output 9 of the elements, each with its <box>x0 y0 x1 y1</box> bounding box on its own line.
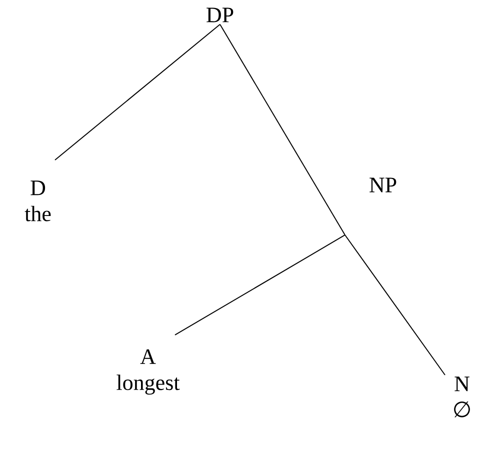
tree-label: D the <box>24 180 51 222</box>
tree-label: N ∅ <box>454 376 470 418</box>
branch-line <box>220 24 346 236</box>
tree-label: NP <box>370 178 396 192</box>
branch-line <box>54 24 220 160</box>
branch-line <box>344 234 446 376</box>
tree-label: DP <box>206 8 234 22</box>
tree-label: A longest <box>116 349 180 395</box>
branch-line <box>174 234 346 336</box>
